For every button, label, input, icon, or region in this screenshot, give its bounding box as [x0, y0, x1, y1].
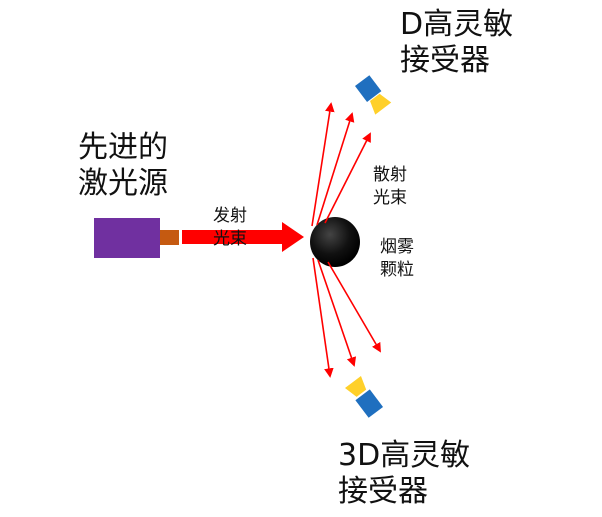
laser-body — [94, 218, 160, 258]
scatter-ray — [317, 259, 357, 367]
scattered-beams — [311, 102, 381, 378]
smoke-particle-label: 烟雾 颗粒 — [380, 237, 414, 280]
laser-nozzle — [160, 230, 179, 245]
scatter-ray — [316, 112, 355, 226]
scattered-beam-label: 散射 光束 — [373, 165, 407, 208]
smoke-particle — [310, 217, 360, 267]
scatter-ray — [312, 257, 334, 378]
bottom-receiver-sensor-icon — [344, 376, 384, 418]
bottom-receiver-label: 3D高灵敏 接受器 — [338, 438, 471, 509]
top-receiver-sensor-icon — [354, 75, 392, 115]
scatter-ray — [311, 102, 335, 227]
top-receiver-label: D高灵敏 接受器 — [400, 7, 514, 78]
emitted-beam-label: 发射 光束 — [213, 206, 247, 249]
scatter-ray — [324, 132, 371, 224]
emitted-beam-arrow — [182, 222, 304, 252]
laser-source-label: 先进的 激光源 — [78, 130, 168, 201]
scatter-ray — [327, 261, 381, 353]
